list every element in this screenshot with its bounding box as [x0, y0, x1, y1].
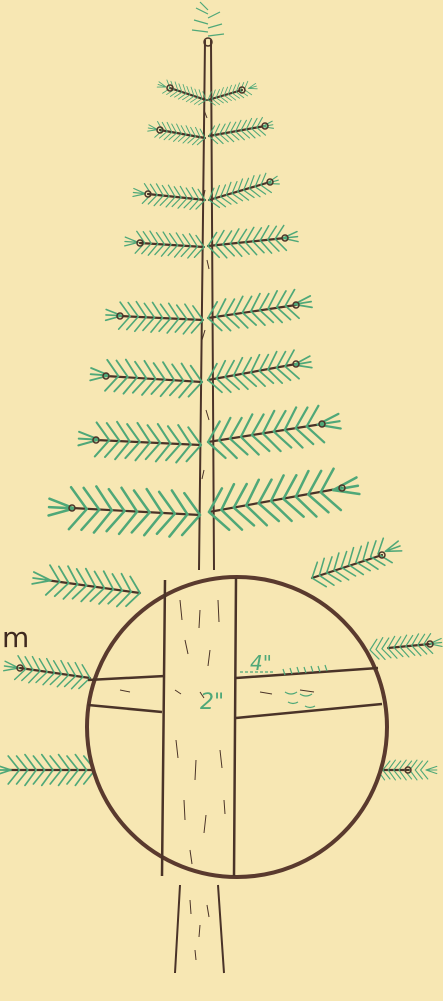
measurement-4in-label: 4"	[250, 653, 272, 673]
figure-label-m: m	[2, 624, 29, 652]
tree-top	[192, 2, 224, 46]
magnified-detail	[87, 577, 387, 877]
magnifier-circle	[87, 577, 387, 877]
measurement-2in-label: 2"	[200, 692, 224, 714]
